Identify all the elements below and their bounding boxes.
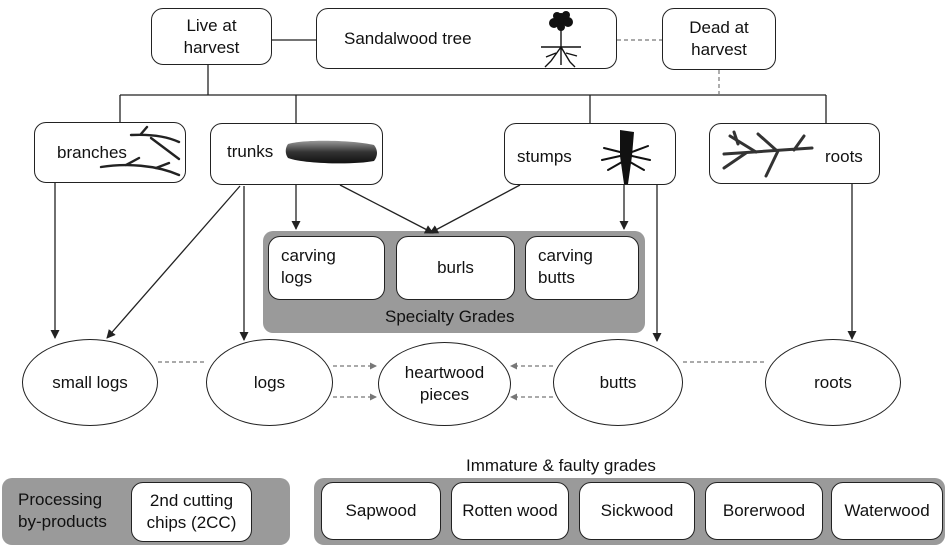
waterwood-box: Waterwood: [831, 482, 943, 540]
borerwood-box: Borerwood: [705, 482, 823, 540]
carving-butts-label: carving butts: [538, 246, 593, 287]
stumps-box: stumps: [504, 123, 676, 185]
sandalwood-tree-label: Sandalwood tree: [344, 29, 472, 48]
rotten-wood-label: Rotten wood: [462, 501, 558, 520]
stumps-label: stumps: [517, 147, 572, 166]
trunks-label: trunks: [227, 142, 274, 161]
small-logs-ellipse: small logs: [22, 339, 158, 426]
sickwood-box: Sickwood: [579, 482, 695, 540]
branches-label: branches: [57, 143, 127, 162]
carving-logs-label: carving logs: [281, 246, 336, 287]
immature-grades-title: Immature & faulty grades: [466, 456, 656, 475]
roots-part-label: roots: [825, 147, 863, 166]
branches-box: branches: [34, 122, 186, 183]
butts-label: butts: [599, 372, 637, 392]
branch-icon: [99, 125, 181, 177]
burls-box: burls: [396, 236, 515, 300]
specialty-grades-title: Specialty Grades: [385, 307, 515, 326]
burls-label: burls: [437, 258, 474, 277]
heartwood-pieces-label: heartwood pieces: [404, 363, 485, 404]
small-logs-label: small logs: [52, 372, 128, 392]
carving-butts-box: carving butts: [525, 236, 639, 300]
carving-logs-box: carving logs: [268, 236, 385, 300]
sapwood-label: Sapwood: [345, 501, 417, 520]
sandalwood-tree-box: Sandalwood tree: [316, 8, 617, 69]
trunks-box: trunks: [210, 123, 383, 185]
heartwood-pieces-ellipse: heartwood pieces: [378, 342, 511, 426]
rotten-wood-box: Rotten wood: [451, 482, 569, 540]
live-at-harvest-label: Live at harvest: [183, 15, 240, 57]
roots-icon: [722, 130, 814, 178]
roots-product-label: roots: [814, 372, 852, 392]
waterwood-label: Waterwood: [844, 501, 930, 520]
second-cutting-chips-label: 2nd cutting chips (2CC): [146, 491, 237, 532]
roots-product-ellipse: roots: [765, 339, 901, 426]
logs-ellipse: logs: [206, 339, 333, 426]
processing-title: Processing by-products: [18, 490, 107, 531]
butts-ellipse: butts: [553, 339, 683, 426]
dead-at-harvest-box: Dead at harvest: [662, 8, 776, 70]
second-cutting-chips-box: 2nd cutting chips (2CC): [131, 482, 252, 542]
logs-label: logs: [253, 372, 286, 392]
sandalwood-tree-icon: [541, 11, 581, 68]
sickwood-label: Sickwood: [600, 501, 674, 520]
stump-icon: [601, 130, 651, 184]
sapwood-box: Sapwood: [321, 482, 441, 540]
live-at-harvest-box: Live at harvest: [151, 8, 272, 65]
dead-at-harvest-label: Dead at harvest: [689, 18, 749, 59]
log-icon: [285, 140, 377, 164]
borerwood-label: Borerwood: [722, 501, 806, 520]
roots-box: roots: [709, 123, 880, 184]
